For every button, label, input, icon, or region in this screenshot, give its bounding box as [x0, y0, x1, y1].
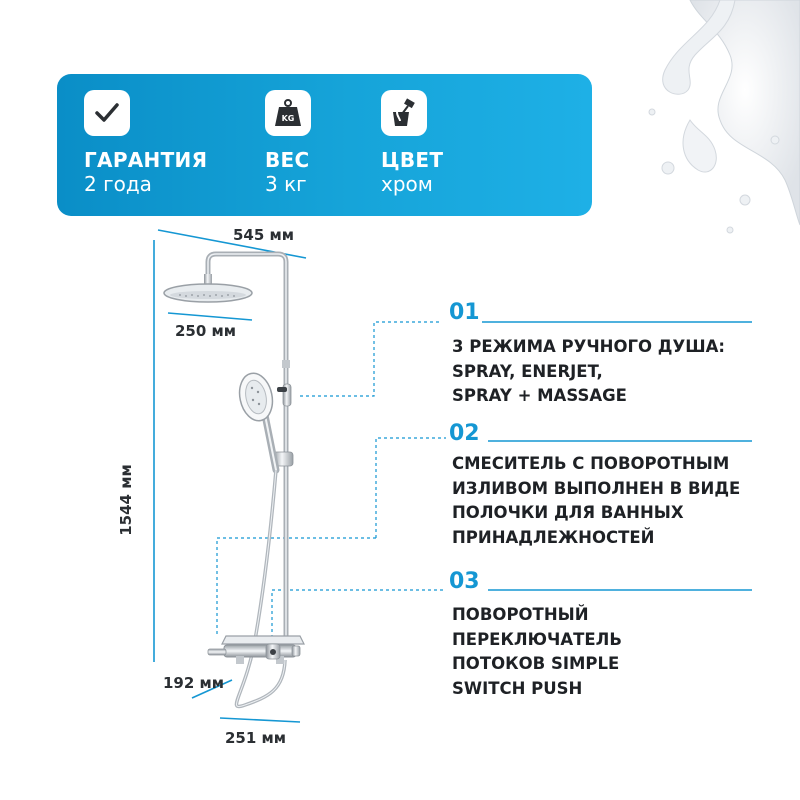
feature-3-number: 03 — [449, 569, 480, 594]
badge-weight: KG ВЕС 3 кг — [265, 90, 311, 196]
feature-1-number: 01 — [449, 300, 480, 325]
dim-width-total: 545 мм — [233, 226, 295, 244]
feature-1-line-1: 3 РЕЖИМА РУЧНОГО ДУША: — [452, 337, 725, 356]
rain-shower-head — [163, 274, 253, 303]
feature-2-text: СМЕСИТЕЛЬ С ПОВОРОТНЫМ ИЗЛИВОМ ВЫПОЛНЕН … — [452, 452, 740, 550]
feature-3-line-1: ПОВОРОТНЫЙ — [452, 605, 589, 624]
badge-weight-value: 3 кг — [265, 172, 307, 196]
feature-1-line-2: SPRAY, ENERJET, — [452, 361, 603, 381]
shower-hose — [234, 469, 287, 709]
badge-warranty-value: 2 года — [84, 172, 152, 196]
mixer-with-shelf — [207, 635, 305, 664]
badge-color: ЦВЕТ хром — [381, 90, 443, 196]
shower-riser — [205, 251, 290, 640]
dim-head-diameter: 250 мм — [175, 322, 237, 340]
feature-2-line-1: СМЕСИТЕЛЬ С ПОВОРОТНЫМ — [452, 454, 730, 473]
feature-3-text: ПОВОРОТНЫЙ ПЕРЕКЛЮЧАТЕЛЬ ПОТОКОВ SIMPLE … — [452, 603, 622, 701]
badge-warranty: ГАРАНТИЯ 2 года — [84, 90, 207, 196]
feature-3-line-2: ПЕРЕКЛЮЧАТЕЛЬ — [452, 629, 622, 649]
feature-2-line-2: ИЗЛИВОМ ВЫПОЛНЕН В ВИДЕ — [452, 478, 741, 498]
dim-base-width: 251 мм — [225, 729, 287, 747]
feature-3-line-4: SWITCH PUSH — [452, 678, 583, 698]
info-banner: ГАРАНТИЯ 2 года KG ВЕС 3 кг ЦВЕТ хром — [57, 74, 592, 216]
badge-warranty-title: ГАРАНТИЯ — [84, 148, 208, 172]
dim-height-total: 1544 мм — [117, 464, 135, 536]
milk-splash-decoration — [648, 0, 800, 234]
badge-color-value: хром — [381, 172, 433, 196]
badge-weight-title: ВЕС — [265, 148, 310, 172]
dim-spout-length: 192 мм — [163, 674, 225, 692]
hand-shower — [238, 372, 280, 474]
weight-kg-label: KG — [282, 114, 295, 123]
paint-bucket-icon — [381, 90, 427, 136]
feature-2-line-4: ПРИНАДЛЕЖНОСТЕЙ — [452, 527, 655, 547]
feature-underlines — [482, 321, 752, 591]
feature-2-number: 02 — [449, 421, 480, 446]
feature-1-line-3: SPRAY + MASSAGE — [452, 386, 627, 405]
badge-color-title: ЦВЕТ — [381, 148, 444, 172]
feature-1-text: 3 РЕЖИМА РУЧНОГО ДУША: SPRAY, ENERJET, S… — [452, 335, 725, 409]
leader-lines — [216, 321, 446, 650]
feature-2-line-3: ПОЛОЧКИ ДЛЯ ВАННЫХ — [452, 503, 684, 522]
feature-3-line-3: ПОТОКОВ SIMPLE — [452, 654, 620, 673]
weight-kg-icon: KG — [265, 90, 311, 136]
checkmark-icon — [84, 90, 130, 136]
